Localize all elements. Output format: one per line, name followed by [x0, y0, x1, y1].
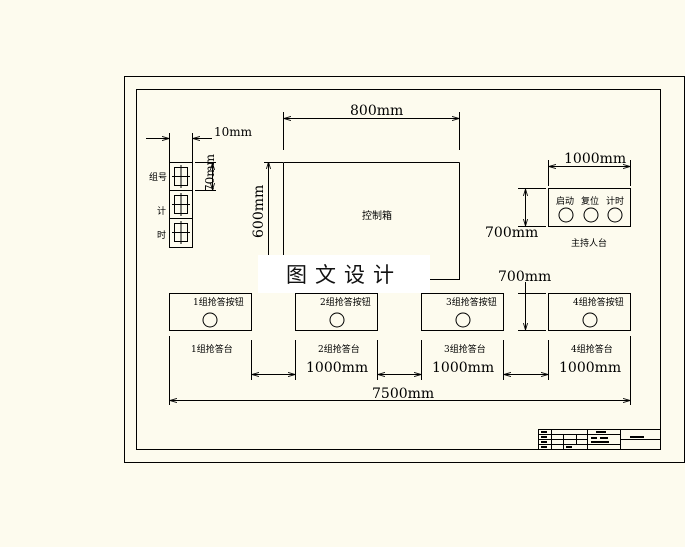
- dim-spacing: [251, 340, 549, 380]
- contestant-1-button-label: 1组抢答按钮: [193, 296, 244, 308]
- dim-800: [283, 112, 460, 150]
- contestant-2-desk-label: 2组抢答台: [318, 343, 360, 355]
- control-box-width-dim: 800mm: [350, 103, 403, 119]
- dim-70: [195, 162, 216, 191]
- inner-frame: [136, 89, 661, 450]
- indicator-column: [169, 162, 193, 248]
- contestant-2-button-label: 2组抢答按钮: [320, 296, 371, 308]
- contestant-desks: [169, 293, 631, 331]
- host-height-dim: 700mm: [485, 225, 538, 241]
- contestant-3-desk-label: 3组抢答台: [444, 343, 486, 355]
- dim-total: [169, 336, 631, 405]
- contestant-4-button-label: 4组抢答按钮: [573, 296, 624, 308]
- dim-contestant-height: [518, 282, 546, 331]
- title-block: [538, 429, 661, 450]
- control-box-label: 控制箱: [362, 209, 392, 222]
- watermark-banner: 图文设计: [258, 255, 430, 293]
- spacing-dim-2: 1000mm: [432, 360, 494, 376]
- dim-10: [146, 133, 212, 162]
- spacing-dim-1: 1000mm: [306, 360, 368, 376]
- host-button-start: 启动: [556, 195, 574, 207]
- host-desk: [548, 188, 631, 227]
- indicator-label-group: 组号: [149, 171, 167, 183]
- total-width-dim: 7500mm: [372, 386, 434, 402]
- indicator-height-dim: 70mm: [203, 153, 217, 192]
- dim-host-height: [518, 188, 546, 227]
- host-button-timer: 计时: [606, 195, 624, 207]
- indicator-label-ji: 计: [157, 205, 166, 217]
- contestant-3-button-label: 3组抢答按钮: [446, 296, 497, 308]
- host-desk-label: 主持人台: [571, 237, 607, 249]
- title-block-marks: [541, 431, 644, 448]
- host-width-dim: 1000mm: [564, 151, 626, 167]
- dim-host-width: [548, 160, 631, 186]
- indicator-label-shi: 时: [157, 229, 166, 241]
- contestant-height-dim: 700mm: [498, 269, 551, 285]
- spacing-dim-3: 1000mm: [559, 360, 621, 376]
- indicator-width-dim: 10mm: [214, 125, 253, 139]
- contestant-1-desk-label: 1组抢答台: [191, 343, 233, 355]
- dim-600: [264, 162, 283, 258]
- control-box-height-dim: 600mm: [251, 185, 267, 238]
- contestant-4-desk-label: 4组抢答台: [571, 343, 613, 355]
- control-box: [283, 162, 460, 280]
- host-button-reset: 复位: [581, 195, 599, 207]
